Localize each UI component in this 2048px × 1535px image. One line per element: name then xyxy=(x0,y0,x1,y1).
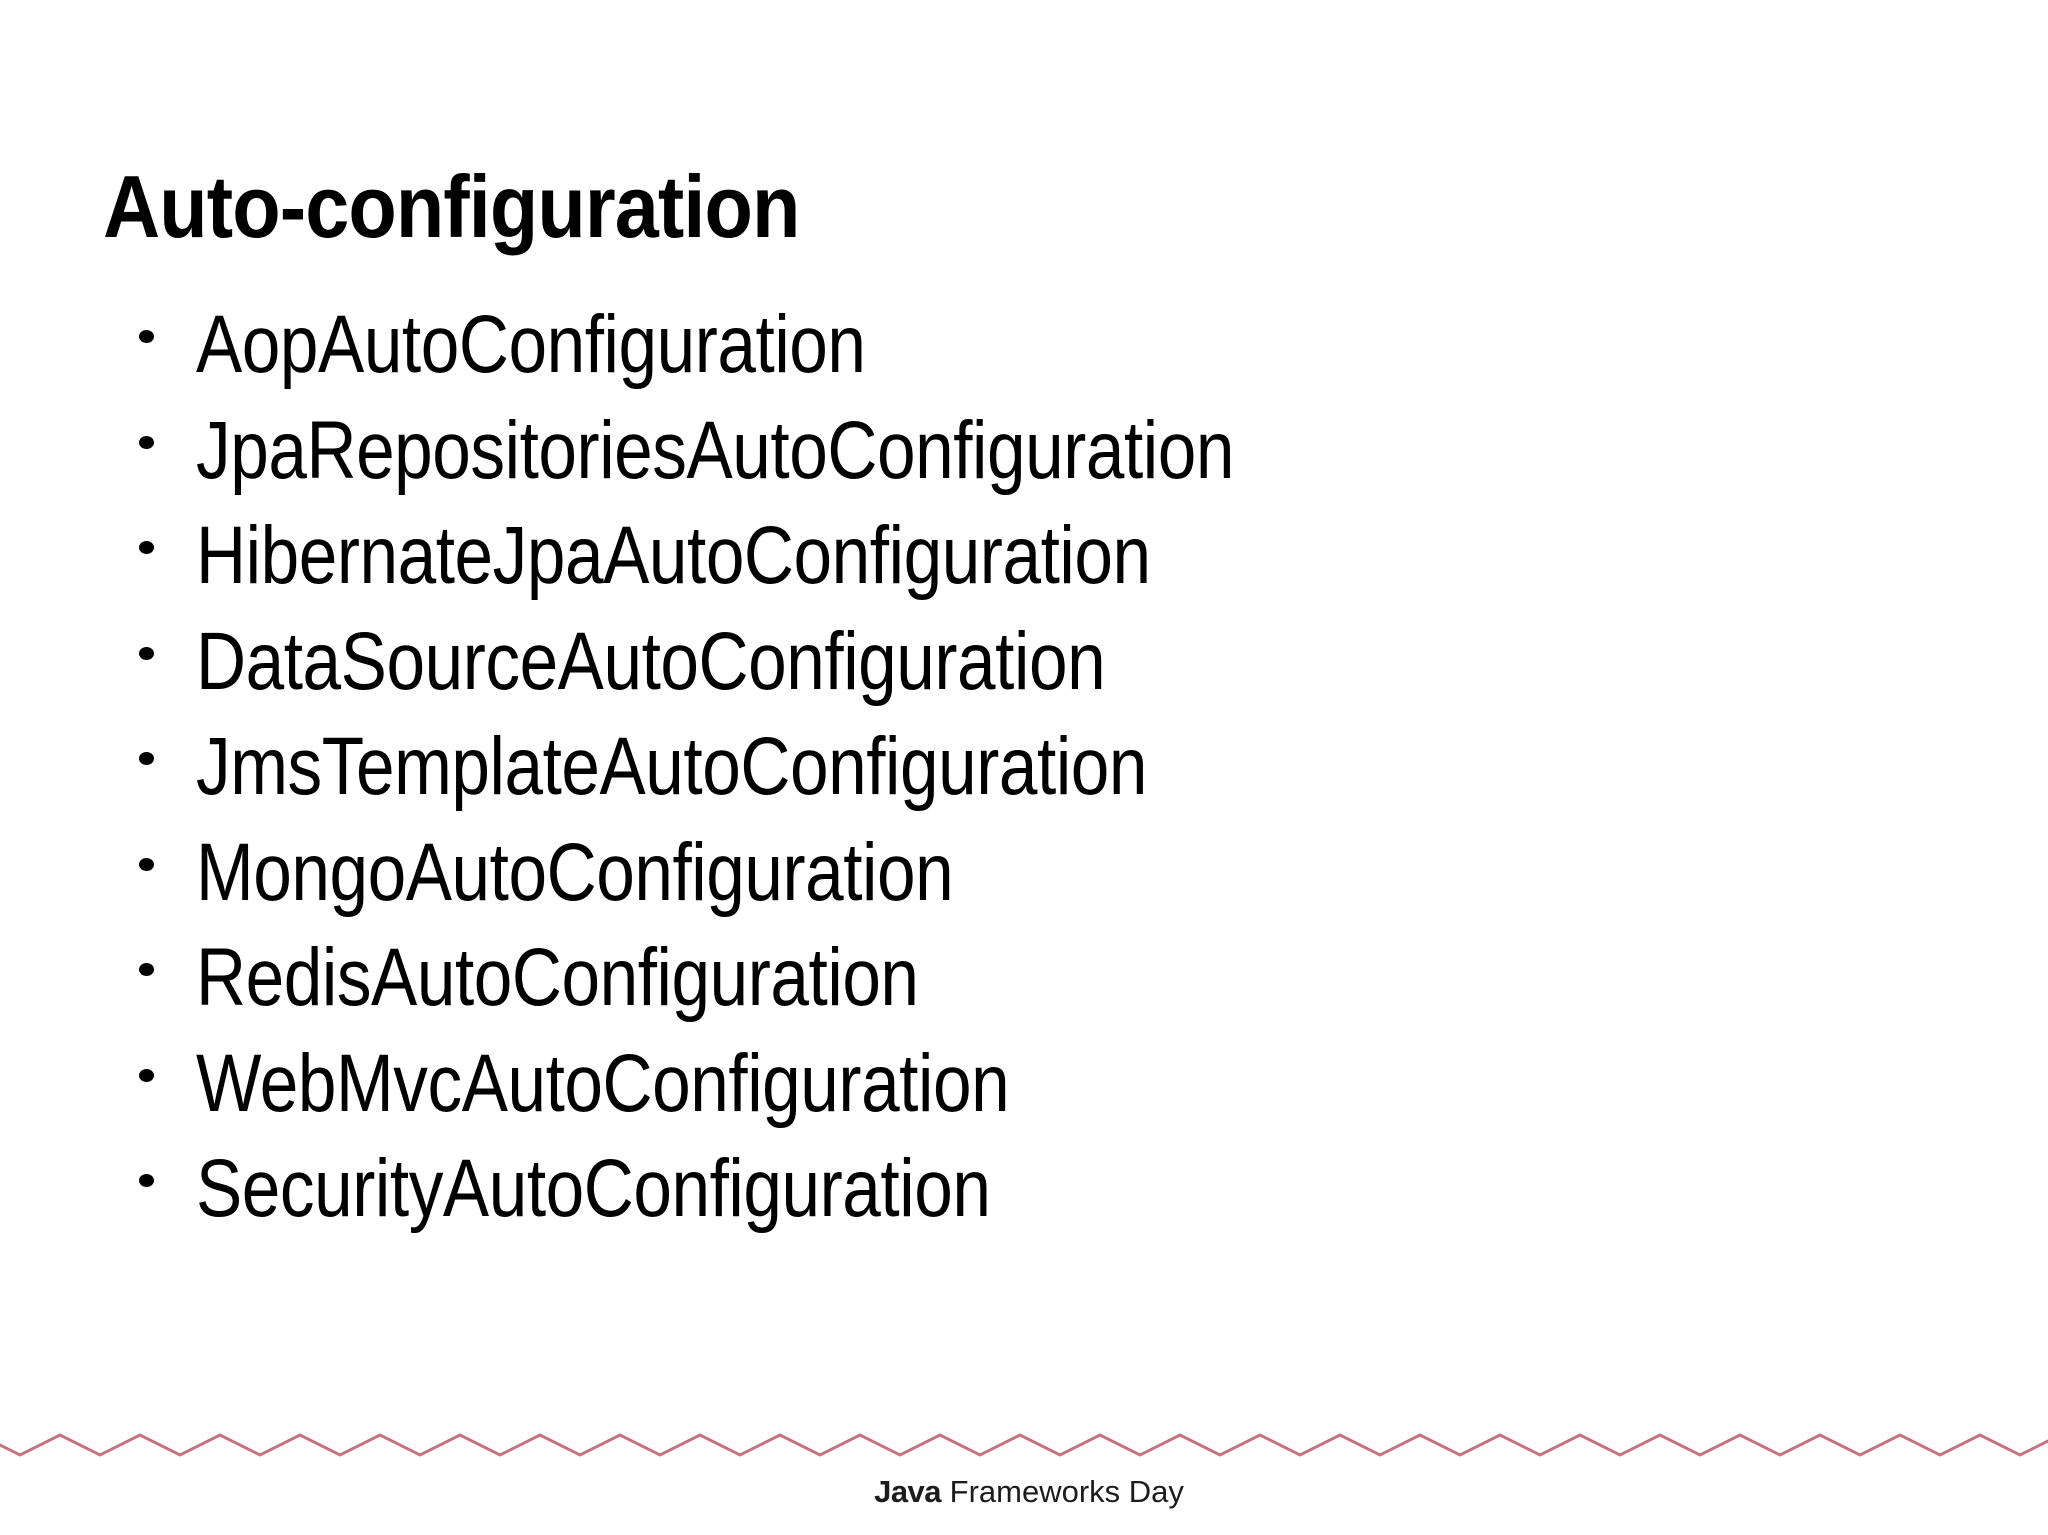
zigzag-divider-icon xyxy=(0,1433,2048,1457)
list-item: RedisAutoConfiguration xyxy=(126,925,1926,1031)
bullet-dot-icon xyxy=(139,963,154,976)
list-item-label: WebMvcAutoConfiguration xyxy=(196,1037,1010,1129)
bullet-dot-icon xyxy=(139,435,154,449)
bullet-dot-icon xyxy=(139,1174,154,1187)
list-item-label: RedisAutoConfiguration xyxy=(196,932,919,1023)
list-item-label: JmsTemplateAutoConfiguration xyxy=(196,721,1148,812)
page-title: Auto-configuration xyxy=(103,156,800,256)
list-item: SecurityAutoConfiguration xyxy=(126,1136,1926,1242)
list-item: JmsTemplateAutoConfiguration xyxy=(126,714,1926,820)
bullet-dot-icon xyxy=(139,857,154,871)
list-item: AopAutoConfiguration xyxy=(126,292,1926,398)
list-item: DataSourceAutoConfiguration xyxy=(126,609,1926,715)
list-item-label: SecurityAutoConfiguration xyxy=(196,1143,991,1234)
list-item-label: AopAutoConfiguration xyxy=(196,299,866,390)
bullet-dot-icon xyxy=(139,541,154,554)
bullet-dot-icon xyxy=(139,752,154,765)
footer-logo-suffix: Frameworks Day xyxy=(941,1474,1184,1509)
list-item-label: HibernateJpaAutoConfiguration xyxy=(196,510,1151,601)
list-item: WebMvcAutoConfiguration xyxy=(126,1031,1926,1137)
auto-configuration-list: AopAutoConfiguration JpaRepositoriesAuto… xyxy=(126,292,1926,1242)
bullet-dot-icon xyxy=(139,646,154,660)
list-item: HibernateJpaAutoConfiguration xyxy=(126,503,1926,609)
slide-footer: Java Frameworks Day xyxy=(0,1425,2048,1535)
bullet-dot-icon xyxy=(139,330,154,343)
list-item: JpaRepositoriesAutoConfiguration xyxy=(126,398,1926,504)
footer-logo: Java Frameworks Day xyxy=(0,1473,2048,1511)
list-item-label: JpaRepositoriesAutoConfiguration xyxy=(196,404,1235,496)
list-item: MongoAutoConfiguration xyxy=(126,820,1926,926)
bullet-dot-icon xyxy=(139,1068,154,1082)
list-item-label: MongoAutoConfiguration xyxy=(196,826,954,918)
list-item-label: DataSourceAutoConfiguration xyxy=(196,615,1106,707)
footer-logo-brand: Java xyxy=(874,1474,942,1509)
